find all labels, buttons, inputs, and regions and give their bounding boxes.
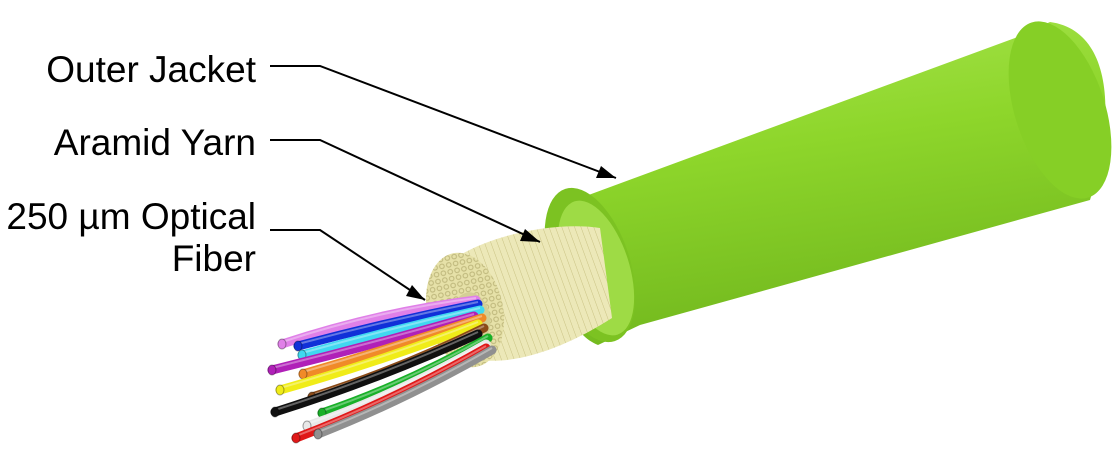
fiber-purple [267,311,479,375]
fiber-tip-black [270,406,280,418]
fiber-tip-violet [277,338,287,350]
fiber-tip-red [291,432,301,444]
fiber-highlight-violet [281,297,477,343]
fiber-yellow [275,319,483,395]
fiber-tip-yellow [275,384,285,396]
fiber-highlight-orange [302,315,483,373]
outer-jacket [544,21,1112,345]
leader-line-optical-fiber [270,229,426,301]
arrowhead-aramid-yarn [520,229,540,242]
leader-line-aramid-yarn [270,139,541,243]
optical-fibers [267,295,497,444]
label-optical-fiber: 250 µm Optical Fiber [6,196,256,280]
label-outer-jacket: Outer Jacket [46,49,256,90]
fiber-orange [298,313,487,379]
arrowhead-optical-fiber [406,285,425,300]
fiber-tip-slate [313,428,323,440]
fiber-highlight-purple [271,313,475,369]
fiber-highlight-aqua [301,307,481,354]
fiber-highlight-white [306,341,487,425]
fiber-highlight-red [295,345,487,437]
arrowhead-outer-jacket [596,166,616,178]
fiber-tip-purple [267,364,277,376]
label-optical-fiber-line1: 250 µm Optical [6,196,256,237]
fiber-highlight-slate [317,347,493,433]
fiber-slate [313,345,497,439]
fiber-tip-orange [298,368,308,380]
leader-lines [270,65,617,301]
fiber-black [270,329,483,417]
fiber-violet [277,295,481,349]
label-aramid-yarn: Aramid Yarn [53,122,256,163]
label-optical-fiber-line2: Fiber [171,238,256,279]
fiber-highlight-green [321,335,489,412]
fiber-highlight-yellow [279,321,479,389]
fiber-tip-blue [293,340,303,352]
fiber-aqua [297,305,485,360]
fiber-blue [293,299,483,351]
fiber-highlight-blue [297,301,479,345]
leader-line-outer-jacket [270,65,617,179]
fiber-highlight-black [274,331,479,411]
